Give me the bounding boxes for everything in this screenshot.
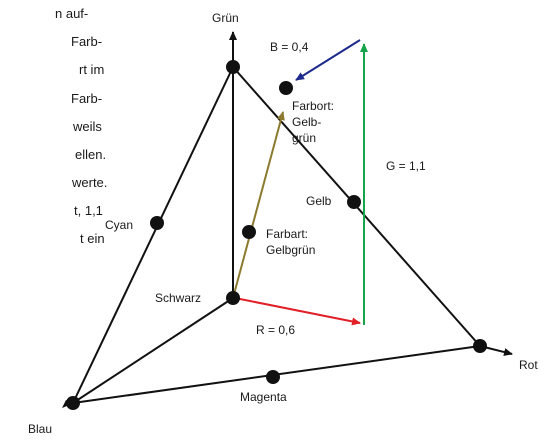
label-hue-line1: Farbart:: [266, 227, 308, 241]
label-chroma-line3: grün: [292, 131, 316, 145]
label-r-value: R = 0,6: [256, 323, 295, 337]
label-yellow: Gelb: [306, 194, 332, 208]
red-vector-arrow: [234, 297, 361, 326]
red-point: [473, 339, 487, 353]
paragraph-line: rt im: [79, 62, 104, 77]
edge-green-blue: [72, 66, 234, 404]
cut-off-paragraph: n auf- Farb- rt im Farb- weils ellen. we…: [55, 6, 107, 246]
paragraph-line: Farb-: [71, 34, 102, 49]
yellow-point: [347, 195, 361, 209]
paragraph-line: t, 1,1: [74, 203, 103, 218]
paragraph-line: ellen.: [75, 147, 106, 162]
blue-axis-line: [72, 297, 234, 404]
axis-label-blue: Blau: [28, 422, 52, 436]
label-b-value: B = 0,4: [270, 40, 309, 54]
hue-vector-arrow: [232, 111, 285, 299]
label-black: Schwarz: [155, 291, 201, 305]
label-g-value: G = 1,1: [386, 159, 426, 173]
paragraph-line: weils: [72, 119, 102, 134]
label-cyan: Cyan: [105, 218, 133, 232]
magenta-point: [266, 370, 280, 384]
green-point: [226, 60, 240, 74]
paragraph-line: Farb-: [71, 91, 102, 106]
paragraph-line: n auf-: [55, 6, 88, 21]
axis-label-green: Grün: [212, 11, 239, 25]
points: [66, 60, 487, 410]
hue-point: [242, 225, 256, 239]
label-hue-line2: Gelbgrün: [266, 243, 315, 257]
cyan-point: [150, 216, 164, 230]
black-point: [226, 291, 240, 305]
paragraph-line: t ein: [80, 231, 105, 246]
axis-label-red: Rot: [519, 358, 538, 372]
label-magenta: Magenta: [240, 390, 287, 404]
label-chroma-line2: Gelb-: [292, 115, 321, 129]
label-chroma-line1: Farbort:: [292, 99, 334, 113]
chroma-point: [279, 81, 293, 95]
blue-point: [66, 396, 80, 410]
paragraph-line: werte.: [71, 175, 107, 190]
blue-vector-arrow: [295, 39, 361, 81]
